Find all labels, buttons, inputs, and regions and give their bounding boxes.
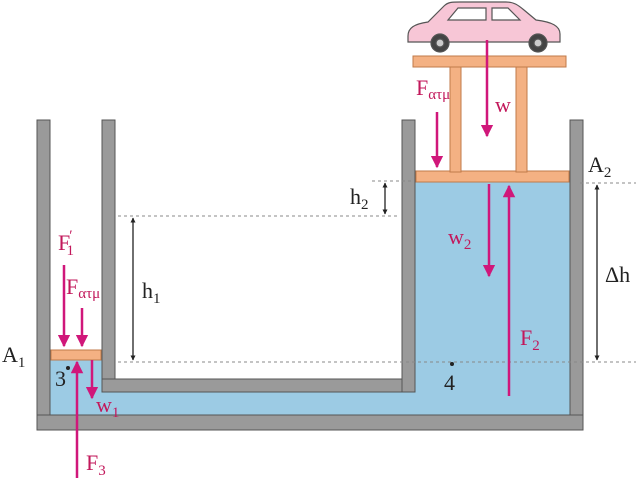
right-outer-wall: [569, 119, 584, 431]
bottom-inner-wall: [101, 378, 416, 393]
piston-post-right: [515, 65, 528, 173]
label-w-car: w: [495, 92, 511, 117]
car-body: [407, 1, 561, 43]
left-inner-wall: [101, 119, 116, 393]
label-fatm-right: Fατμ: [416, 75, 450, 103]
label-h2: h2: [350, 184, 369, 213]
reference-lines: [118, 180, 636, 363]
dimension-arrows: [130, 182, 600, 361]
force-arrows: [57, 40, 516, 478]
car-platform: [412, 55, 567, 68]
label-point-3: 3: [55, 366, 66, 391]
car-icon: [407, 1, 561, 53]
label-delta-h: Δh: [605, 262, 630, 287]
small-piston: [50, 349, 102, 361]
large-piston-assembly: [412, 55, 570, 183]
label-h1: h1: [142, 278, 161, 307]
point-3-dot: [66, 366, 70, 370]
point-4-dot: [450, 362, 454, 366]
label-f3: F3: [86, 450, 106, 479]
label-a1: A1: [2, 342, 25, 371]
liquid-right-tank: [415, 182, 570, 392]
piston-post-left: [449, 65, 462, 173]
label-a2: A2: [588, 152, 611, 181]
vessel-walls: [36, 119, 584, 431]
right-inner-wall: [401, 119, 416, 393]
label-fatm-left: Fατμ: [66, 274, 100, 302]
liquid-bottom: [50, 390, 570, 415]
left-outer-wall: [36, 119, 51, 431]
label-f2: F2: [520, 325, 540, 354]
car-wheel-rear-hub: [533, 38, 543, 48]
label-f1-prime: F′1: [58, 228, 74, 259]
label-w1: w1: [96, 392, 119, 421]
car-window-rear: [491, 7, 522, 21]
label-w2: w2: [448, 224, 471, 253]
car-wheel-front-hub: [435, 38, 445, 48]
label-point-4: 4: [444, 370, 455, 395]
car-window: [446, 7, 487, 21]
bottom-outer-wall: [36, 414, 584, 431]
large-piston: [415, 170, 570, 183]
